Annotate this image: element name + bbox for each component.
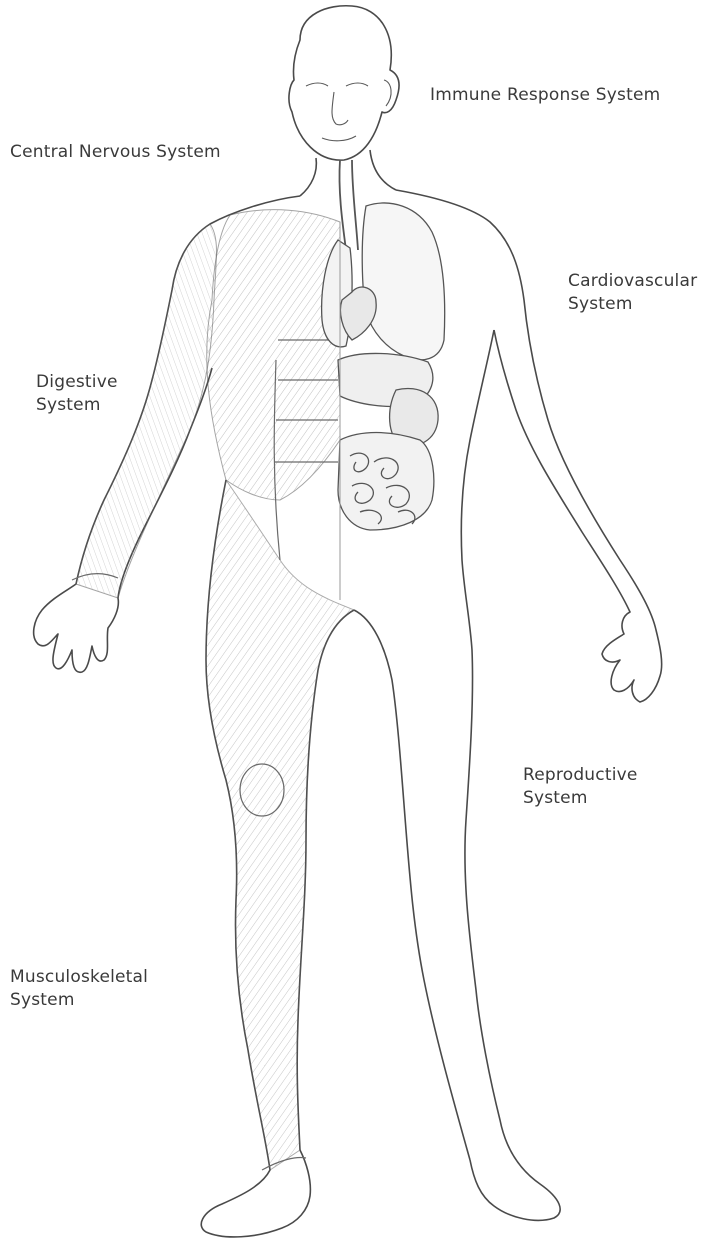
label-line: System	[568, 293, 697, 316]
intestines	[338, 433, 434, 531]
label-line: Reproductive	[523, 764, 638, 787]
label-central-nervous-system: Central Nervous System	[10, 141, 221, 164]
lung-left	[362, 203, 444, 360]
label-immune-response-system: Immune Response System	[430, 84, 660, 107]
label-line: System	[36, 394, 118, 417]
face-details	[306, 80, 391, 141]
label-line: System	[523, 787, 638, 810]
label-line: Cardiovascular	[568, 270, 697, 293]
muscle-shading	[72, 210, 354, 1170]
label-cardiovascular-system: Cardiovascular System	[568, 270, 697, 316]
label-line: System	[10, 989, 148, 1012]
label-musculoskeletal-system: Musculoskeletal System	[10, 966, 148, 1012]
label-line: Musculoskeletal	[10, 966, 148, 989]
label-line: Immune Response System	[430, 84, 660, 107]
label-digestive-system: Digestive System	[36, 371, 118, 417]
body-outline	[34, 6, 662, 1237]
label-reproductive-system: Reproductive System	[523, 764, 638, 810]
label-line: Digestive	[36, 371, 118, 394]
organs	[322, 160, 445, 600]
label-line: Central Nervous System	[10, 141, 221, 164]
